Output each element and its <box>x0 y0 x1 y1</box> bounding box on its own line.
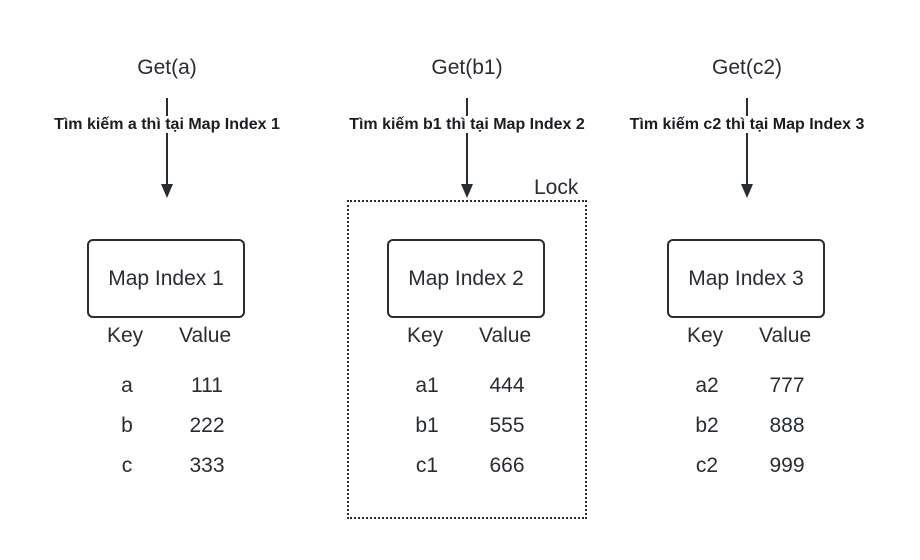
get-call-label: Get(b1) <box>431 56 503 79</box>
kv-value: 333 <box>189 454 225 477</box>
search-description-text: Tìm kiếm b1 thì tại Map Index 2 <box>347 116 587 133</box>
down-arrow-icon <box>741 98 753 198</box>
search-description: Tìm kiếm c2 thì tại Map Index 3 <box>597 116 897 134</box>
lock-region <box>347 200 587 519</box>
column-map-index-2: Get(b1) Tìm kiếm b1 thì tại Map Index 2 … <box>317 0 617 560</box>
value-header: Value <box>479 324 532 347</box>
kv-value: 222 <box>189 414 225 437</box>
kv-key: a2 <box>695 374 719 397</box>
kv-key: b <box>121 414 133 437</box>
kv-row: c1 666 <box>387 454 567 480</box>
search-description-text: Tìm kiếm a thì tại Map Index 1 <box>52 116 282 133</box>
key-header: Key <box>407 324 444 347</box>
kv-key: a <box>121 374 133 397</box>
search-description: Tìm kiếm a thì tại Map Index 1 <box>17 116 317 134</box>
kv-key: b1 <box>415 414 439 437</box>
kv-key: c <box>121 454 133 477</box>
map-index-box: Map Index 2 <box>387 239 545 318</box>
kv-key: a1 <box>415 374 439 397</box>
map-index-box: Map Index 1 <box>87 239 245 318</box>
value-header: Value <box>179 324 232 347</box>
kv-row: a2 777 <box>667 374 847 400</box>
down-arrow-icon <box>161 98 173 198</box>
kv-header: Key Value <box>87 324 267 350</box>
kv-value: 666 <box>489 454 525 477</box>
kv-row: c 333 <box>87 454 267 480</box>
kv-key: b2 <box>695 414 719 437</box>
get-call-label: Get(c2) <box>711 56 782 79</box>
map-index-box: Map Index 3 <box>667 239 825 318</box>
kv-value: 999 <box>769 454 805 477</box>
kv-row: b2 888 <box>667 414 847 440</box>
kv-row: b 222 <box>87 414 267 440</box>
column-map-index-1: Get(a) Tìm kiếm a thì tại Map Index 1 Ma… <box>17 0 317 560</box>
kv-row: c2 999 <box>667 454 847 480</box>
search-description: Tìm kiếm b1 thì tại Map Index 2 <box>317 116 617 134</box>
kv-row: a1 444 <box>387 374 567 400</box>
kv-value: 444 <box>489 374 525 397</box>
kv-row: b1 555 <box>387 414 567 440</box>
get-call-label: Get(a) <box>137 56 197 79</box>
kv-value: 111 <box>191 374 223 397</box>
kv-key: c1 <box>415 454 439 477</box>
key-header: Key <box>107 324 144 347</box>
kv-value: 777 <box>769 374 805 397</box>
down-arrow-icon <box>461 98 473 198</box>
kv-key: c2 <box>695 454 719 477</box>
column-map-index-3: Get(c2) Tìm kiếm c2 thì tại Map Index 3 … <box>597 0 897 560</box>
kv-header: Key Value <box>667 324 847 350</box>
kv-row: a 111 <box>87 374 267 400</box>
kv-value: 888 <box>769 414 805 437</box>
value-header: Value <box>759 324 812 347</box>
search-description-text: Tìm kiếm c2 thì tại Map Index 3 <box>627 116 867 133</box>
key-header: Key <box>687 324 724 347</box>
kv-value: 555 <box>489 414 525 437</box>
lock-label: Lock <box>534 176 579 199</box>
kv-header: Key Value <box>387 324 567 350</box>
